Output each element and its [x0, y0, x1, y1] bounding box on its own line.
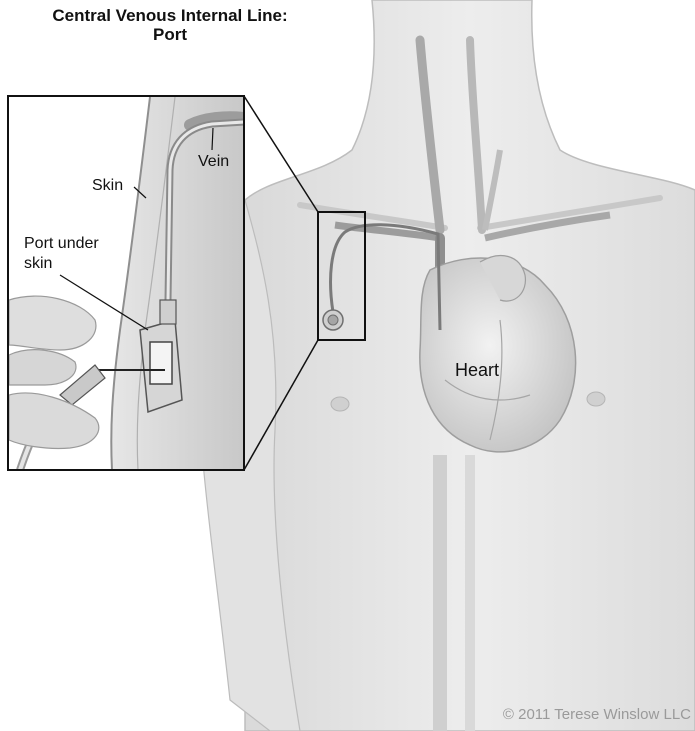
label-port-under-line1: Port under [24, 235, 99, 252]
label-heart: Heart [455, 360, 499, 380]
label-vein: Vein [198, 153, 229, 170]
copyright-credit: © 2011 Terese Winslow LLC [503, 706, 691, 723]
label-port-under-line2: skin [24, 255, 52, 272]
label-skin: Skin [92, 177, 123, 194]
